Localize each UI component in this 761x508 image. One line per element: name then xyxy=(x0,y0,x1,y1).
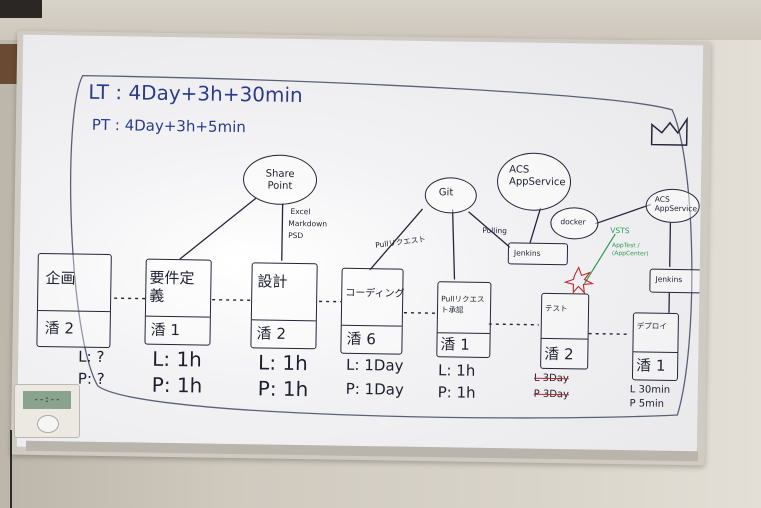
connector-6 xyxy=(588,332,629,335)
step-title-design: 設計 xyxy=(257,272,288,291)
step-title-coding: コーディング xyxy=(345,287,405,300)
person-glyph: 㴡 xyxy=(636,356,652,375)
step-pt-design: P: 1h xyxy=(257,376,309,402)
wall-clock xyxy=(0,0,42,18)
people-count: 1 xyxy=(655,356,666,375)
step-people-pr-approval: 㴡 1 xyxy=(440,333,470,354)
step-people-coding: 㴡 6 xyxy=(346,328,376,349)
step-pt-requirements: P: 1h xyxy=(151,372,203,398)
step-people-design: 㴡 2 xyxy=(256,322,286,343)
git-label: Git xyxy=(438,187,454,199)
step-lt-design: L: 1h xyxy=(257,350,308,376)
person-glyph: 㴡 xyxy=(544,344,560,364)
sharepoint-file-markdown: Markdown xyxy=(288,218,328,229)
step-pt-test: P 3Day xyxy=(533,388,570,401)
step-people-deploy: 㴡 1 xyxy=(636,354,666,375)
connector-2 xyxy=(212,298,252,301)
line-acs2-to-jenkins2 xyxy=(669,222,672,267)
vsts-label: VSTS xyxy=(610,225,630,236)
jenkins-label-1: Jenkins xyxy=(513,248,541,258)
step-people-planning: 㴡 2 xyxy=(45,317,75,338)
people-count: 2 xyxy=(64,319,75,338)
step-pt-deploy: P 5min xyxy=(629,398,665,410)
step-title-test: テスト xyxy=(544,303,568,314)
step-title-pr-approval: Pullリクエスト承認 xyxy=(440,294,485,315)
thermostat-dial[interactable] xyxy=(37,415,59,433)
step-pt-pr-approval: P: 1h xyxy=(437,383,476,402)
boundary-outline xyxy=(69,74,693,419)
process-time-text: PT : 4Day+3h+5min xyxy=(91,115,246,137)
person-glyph: 㴡 xyxy=(44,319,60,338)
step-pt-coding: P: 1Day xyxy=(345,379,404,399)
line-pr-to-git xyxy=(451,209,456,280)
person-glyph: 㴡 xyxy=(440,335,456,354)
cable xyxy=(10,430,12,508)
connector-4 xyxy=(403,311,437,314)
vsts-note: AppTest / (AppCenter) xyxy=(611,241,649,258)
arrow-docker-to-acs2 xyxy=(595,203,651,225)
green-arrow-vsts xyxy=(583,233,616,284)
lead-time-text: LT : 4Day+3h+30min xyxy=(88,79,303,108)
step-lt-requirements: L: 1h xyxy=(152,346,203,372)
people-count: 1 xyxy=(460,335,470,354)
person-glyph: 㴡 xyxy=(150,320,166,339)
connector-5 xyxy=(488,323,539,326)
step-people-test: 㴡 2 xyxy=(544,343,574,364)
line-req-to-sharepoint xyxy=(179,197,257,260)
step-lt-test: L 3Day xyxy=(533,372,569,385)
step-people-requirements: 㴡 1 xyxy=(151,319,181,340)
step-lt-pr-approval: L: 1h xyxy=(437,361,476,380)
people-count: 2 xyxy=(563,345,574,364)
arrow-coding-to-git xyxy=(369,208,424,271)
arrow-git-to-jenkins xyxy=(468,211,511,248)
whiteboard: LT : 4Day+3h+30min PT : 4Day+3h+5min Sha… xyxy=(16,34,704,458)
sharepoint-file-excel: Excel xyxy=(290,206,311,217)
docker-label: docker xyxy=(560,217,586,227)
sharepoint-label: Share Point xyxy=(265,168,295,192)
factory-icon xyxy=(650,116,688,146)
acs-label: ACS AppService xyxy=(508,164,566,189)
sharepoint-file-psd: PSD xyxy=(288,230,304,241)
step-title-planning: 企画 xyxy=(45,269,76,288)
people-count: 6 xyxy=(366,330,377,349)
step-title-requirements: 要件定義 xyxy=(149,268,195,305)
thermostat-panel[interactable]: --:-- xyxy=(14,384,80,438)
person-glyph: 㴡 xyxy=(346,329,362,349)
people-count: 1 xyxy=(170,321,181,340)
line-design-to-sharepoint xyxy=(281,203,284,261)
arrow-jenkins-to-acs xyxy=(529,207,542,243)
people-count: 2 xyxy=(276,324,287,343)
jenkins-label-2: Jenkins xyxy=(655,274,683,285)
thermostat-screen: --:-- xyxy=(23,391,71,409)
polling-label: Polling xyxy=(482,225,507,236)
step-lt-deploy: L 30min xyxy=(629,384,671,396)
red-burst xyxy=(563,266,595,295)
acs-small-label: ACS AppService xyxy=(654,194,698,214)
step-title-deploy: デプロイ xyxy=(636,321,667,331)
step-lt-planning: L: ? xyxy=(78,347,105,366)
shelf xyxy=(0,44,20,84)
person-glyph: 㴡 xyxy=(256,324,272,343)
step-pt-planning: P: ? xyxy=(77,369,105,389)
connector-1 xyxy=(114,297,148,300)
step-lt-coding: L: 1Day xyxy=(345,355,404,375)
